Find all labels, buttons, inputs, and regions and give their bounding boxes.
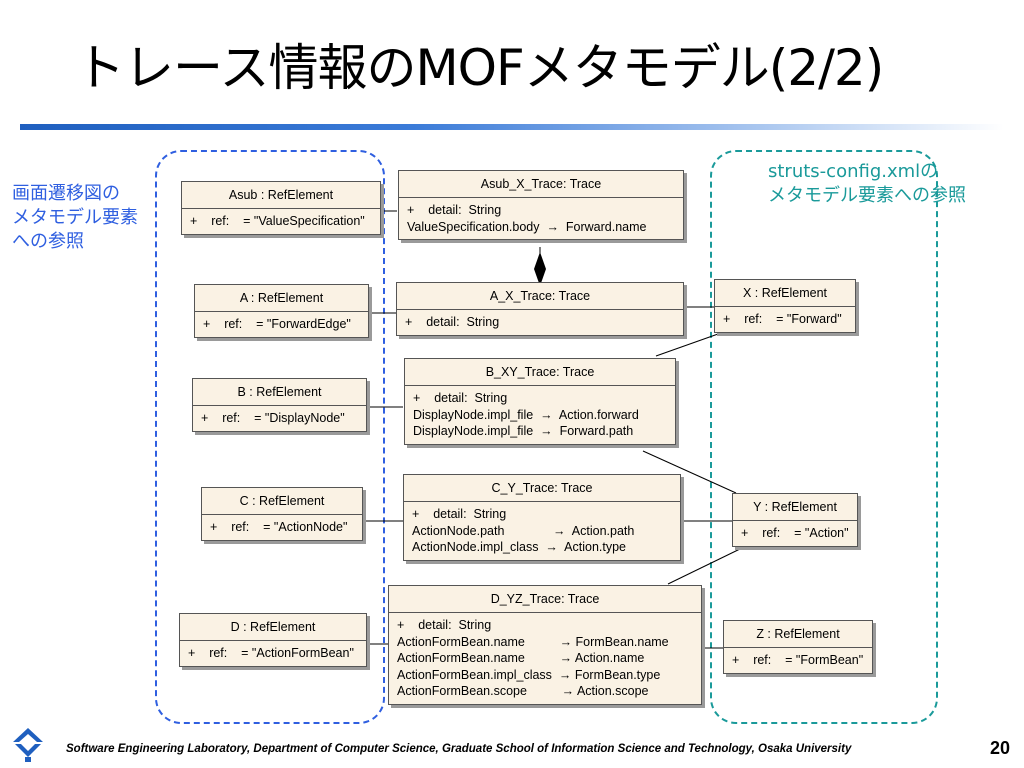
link-bxy-x	[655, 333, 719, 357]
asub-ref-element[interactable]: Asub : RefElement + ref: = "ValueSpecifi…	[181, 181, 381, 235]
link-dyz-y	[667, 547, 743, 585]
a-ref-attribute: + ref: = "ForwardEdge"	[203, 317, 351, 331]
b-xy-trace-mapping: DisplayNode.impl_file → Action.forward	[413, 407, 639, 422]
left-reference-region	[155, 150, 385, 724]
left-note-line-1: 画面遷移図の	[12, 183, 120, 204]
z-ref-element-name: Z : RefElement	[724, 621, 872, 648]
b-xy-trace-mapping: DisplayNode.impl_file → Forward.path	[413, 424, 634, 438]
d-yz-trace-mapping: ActionFormBean.name → Action.name	[397, 651, 645, 665]
y-ref-attribute: + ref: = "Action"	[741, 526, 849, 540]
left-note-line-3: への参照	[12, 231, 84, 252]
c-y-trace-mapping: ActionNode.path → Action.path	[412, 523, 635, 538]
d-yz-trace-mapping: ActionFormBean.name → FormBean.name	[397, 634, 669, 649]
slide-title: トレース情報のMOFメタモデル(2/2)	[75, 39, 884, 97]
d-yz-trace-name: D_YZ_Trace: Trace	[389, 586, 701, 613]
c-y-trace[interactable]: C_Y_Trace: Trace + detail: String Action…	[403, 474, 681, 561]
a-x-trace[interactable]: A_X_Trace: Trace + detail: String	[396, 282, 684, 336]
d-ref-element-name: D : RefElement	[180, 614, 366, 641]
a-ref-element-name: A : RefElement	[195, 285, 368, 312]
footer-affiliation: Software Engineering Laboratory, Departm…	[66, 743, 852, 755]
c-ref-element-name: C : RefElement	[202, 488, 362, 515]
left-note-line-2: メタモデル要素	[12, 207, 138, 228]
link-bxy-y	[642, 450, 737, 494]
y-ref-element-name: Y : RefElement	[733, 494, 857, 521]
right-reference-region	[710, 150, 938, 724]
d-yz-trace-mapping: ActionFormBean.impl_class → FormBean.typ…	[397, 667, 661, 682]
asub-x-trace-mapping: ValueSpecification.body → Forward.name	[407, 219, 647, 234]
asub-ref-attribute: + ref: = "ValueSpecification"	[190, 214, 365, 228]
b-xy-trace[interactable]: B_XY_Trace: Trace + detail: String Displ…	[404, 358, 676, 445]
b-ref-element-name: B : RefElement	[193, 379, 366, 406]
page-number: 20	[990, 738, 1011, 758]
b-ref-attribute: + ref: = "DisplayNode"	[201, 411, 345, 425]
c-y-trace-detail: + detail: String	[412, 507, 507, 521]
d-yz-trace[interactable]: D_YZ_Trace: Trace + detail: String Actio…	[388, 585, 702, 705]
c-y-trace-name: C_Y_Trace: Trace	[404, 475, 680, 502]
c-ref-element[interactable]: C : RefElement + ref: = "ActionNode"	[201, 487, 363, 541]
x-ref-element[interactable]: X : RefElement + ref: = "Forward"	[714, 279, 856, 333]
d-yz-trace-detail: + detail: String	[397, 618, 492, 632]
a-x-trace-name: A_X_Trace: Trace	[397, 283, 683, 310]
a-ref-element[interactable]: A : RefElement + ref: = "ForwardEdge"	[194, 284, 369, 338]
title-underline	[20, 124, 1004, 130]
asub-x-trace-detail: + detail: String	[407, 203, 502, 217]
asub-x-trace[interactable]: Asub_X_Trace: Trace + detail: String Val…	[398, 170, 684, 240]
x-ref-element-name: X : RefElement	[715, 280, 855, 307]
z-ref-attribute: + ref: = "FormBean"	[732, 653, 864, 667]
right-region-note: struts-config.xmlの メタモデル要素への参照	[768, 160, 966, 208]
c-ref-attribute: + ref: = "ActionNode"	[210, 520, 348, 534]
z-ref-element[interactable]: Z : RefElement + ref: = "FormBean"	[723, 620, 873, 674]
right-note-line-1: struts-config.xmlの	[768, 161, 939, 182]
asub-ref-element-name: Asub : RefElement	[182, 182, 380, 209]
c-y-trace-mapping: ActionNode.impl_class → Action.type	[412, 540, 626, 554]
composition-diamond	[534, 252, 546, 286]
right-note-line-2: メタモデル要素への参照	[768, 185, 966, 206]
y-ref-element[interactable]: Y : RefElement + ref: = "Action"	[732, 493, 858, 547]
osaka-university-logo-icon	[13, 728, 43, 762]
asub-x-trace-name: Asub_X_Trace: Trace	[399, 171, 683, 198]
left-region-note: 画面遷移図の メタモデル要素 への参照	[12, 182, 138, 254]
d-ref-attribute: + ref: = "ActionFormBean"	[188, 646, 354, 660]
d-yz-trace-mapping: ActionFormBean.scope → Action.scope	[397, 684, 649, 698]
x-ref-attribute: + ref: = "Forward"	[723, 312, 842, 326]
a-x-trace-detail: + detail: String	[405, 315, 500, 329]
b-xy-trace-detail: + detail: String	[413, 391, 508, 405]
b-ref-element[interactable]: B : RefElement + ref: = "DisplayNode"	[192, 378, 367, 432]
b-xy-trace-name: B_XY_Trace: Trace	[405, 359, 675, 386]
d-ref-element[interactable]: D : RefElement + ref: = "ActionFormBean"	[179, 613, 367, 667]
